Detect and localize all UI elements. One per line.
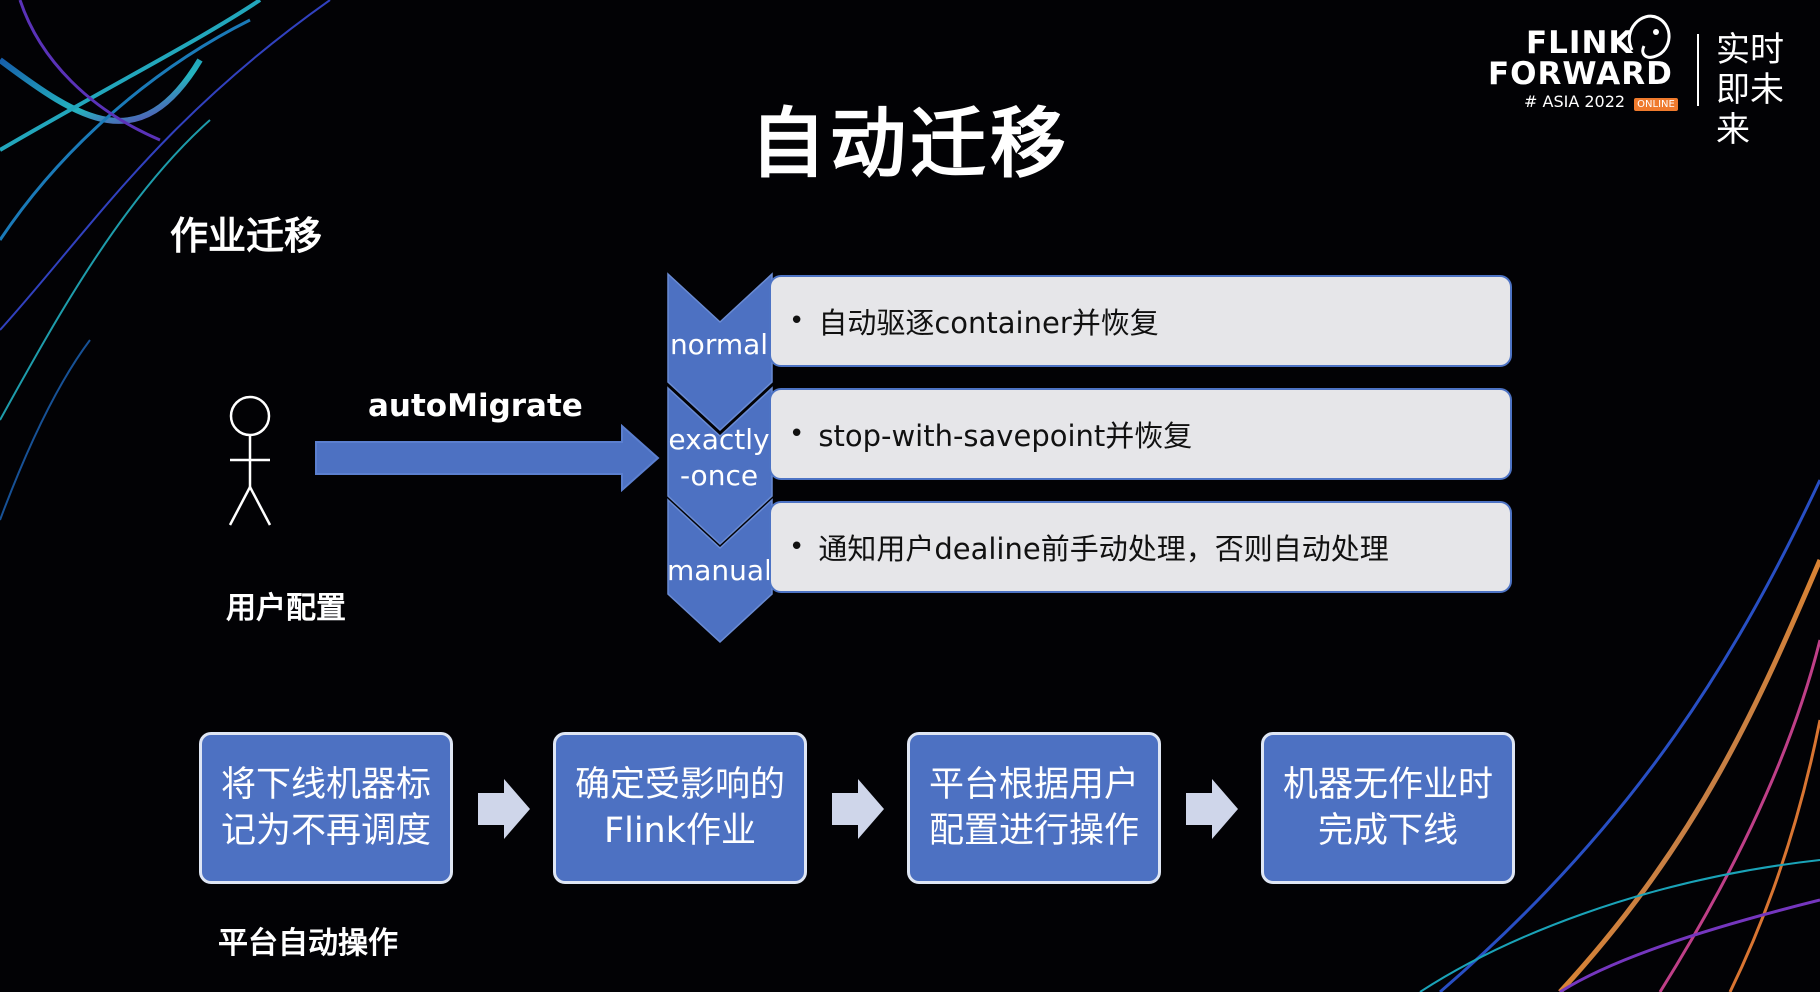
section-title: 作业迁移: [170, 214, 323, 258]
step-text: 平台根据用户 配置进行操作: [928, 765, 1139, 851]
step-text: 确定受影响的 Flink作业: [574, 765, 785, 851]
platform-auto-label: 平台自动操作: [218, 926, 398, 961]
step-box-3: 平台根据用户 配置进行操作: [907, 732, 1161, 884]
step-box-1: 将下线机器标 记为不再调度: [199, 732, 453, 884]
step-text: 将下线机器标 记为不再调度: [220, 765, 431, 851]
step-arrow-icon: [478, 779, 530, 839]
mode-row-manual: • 通知用户dealine前手动处理，否则自动处理: [769, 501, 1512, 593]
mode-chevron-stack: [667, 272, 773, 644]
automigrate-label: autoMigrate: [368, 388, 583, 424]
step-box-4: 机器无作业时 完成下线: [1261, 732, 1515, 884]
bullet: •: [789, 532, 805, 562]
logo-online-badge: ONLINE: [1634, 98, 1678, 111]
step-arrow-icon: [832, 779, 884, 839]
logo-divider: [1697, 34, 1699, 106]
automigrate-arrow: [315, 424, 660, 492]
logo-chinese-slogan: 实时即未来: [1716, 30, 1784, 150]
step-arrow-icon: [1186, 779, 1238, 839]
user-config-label: 用户配置: [226, 591, 346, 626]
flink-forward-logo: FLINK FORWARD # ASIA 2022 ONLINE: [1488, 28, 1678, 111]
bullet: •: [789, 419, 805, 449]
page-title: 自动迁移: [750, 99, 1070, 188]
logo-line1: FLINK: [1526, 25, 1634, 61]
mode-label-exactly-once: exactly -once: [668, 423, 770, 492]
user-icon: [228, 395, 272, 526]
bullet: •: [789, 306, 805, 336]
mode-desc: 通知用户dealine前手动处理，否则自动处理: [818, 532, 1389, 566]
mode-desc: 自动驱逐container并恢复: [818, 306, 1159, 340]
step-text: 机器无作业时 完成下线: [1282, 765, 1493, 851]
mode-row-normal: • 自动驱逐container并恢复: [769, 275, 1512, 367]
logo-line2: FORWARD: [1488, 56, 1673, 92]
logo-asia: # ASIA 2022: [1524, 92, 1626, 111]
step-box-2: 确定受影响的 Flink作业: [553, 732, 807, 884]
mode-label-manual: manual: [667, 554, 772, 587]
mode-desc: stop-with-savepoint并恢复: [818, 419, 1193, 453]
squirrel-icon: [1627, 14, 1671, 59]
mode-label-normal: normal: [669, 328, 769, 361]
mode-row-exactly-once: • stop-with-savepoint并恢复: [769, 388, 1512, 480]
